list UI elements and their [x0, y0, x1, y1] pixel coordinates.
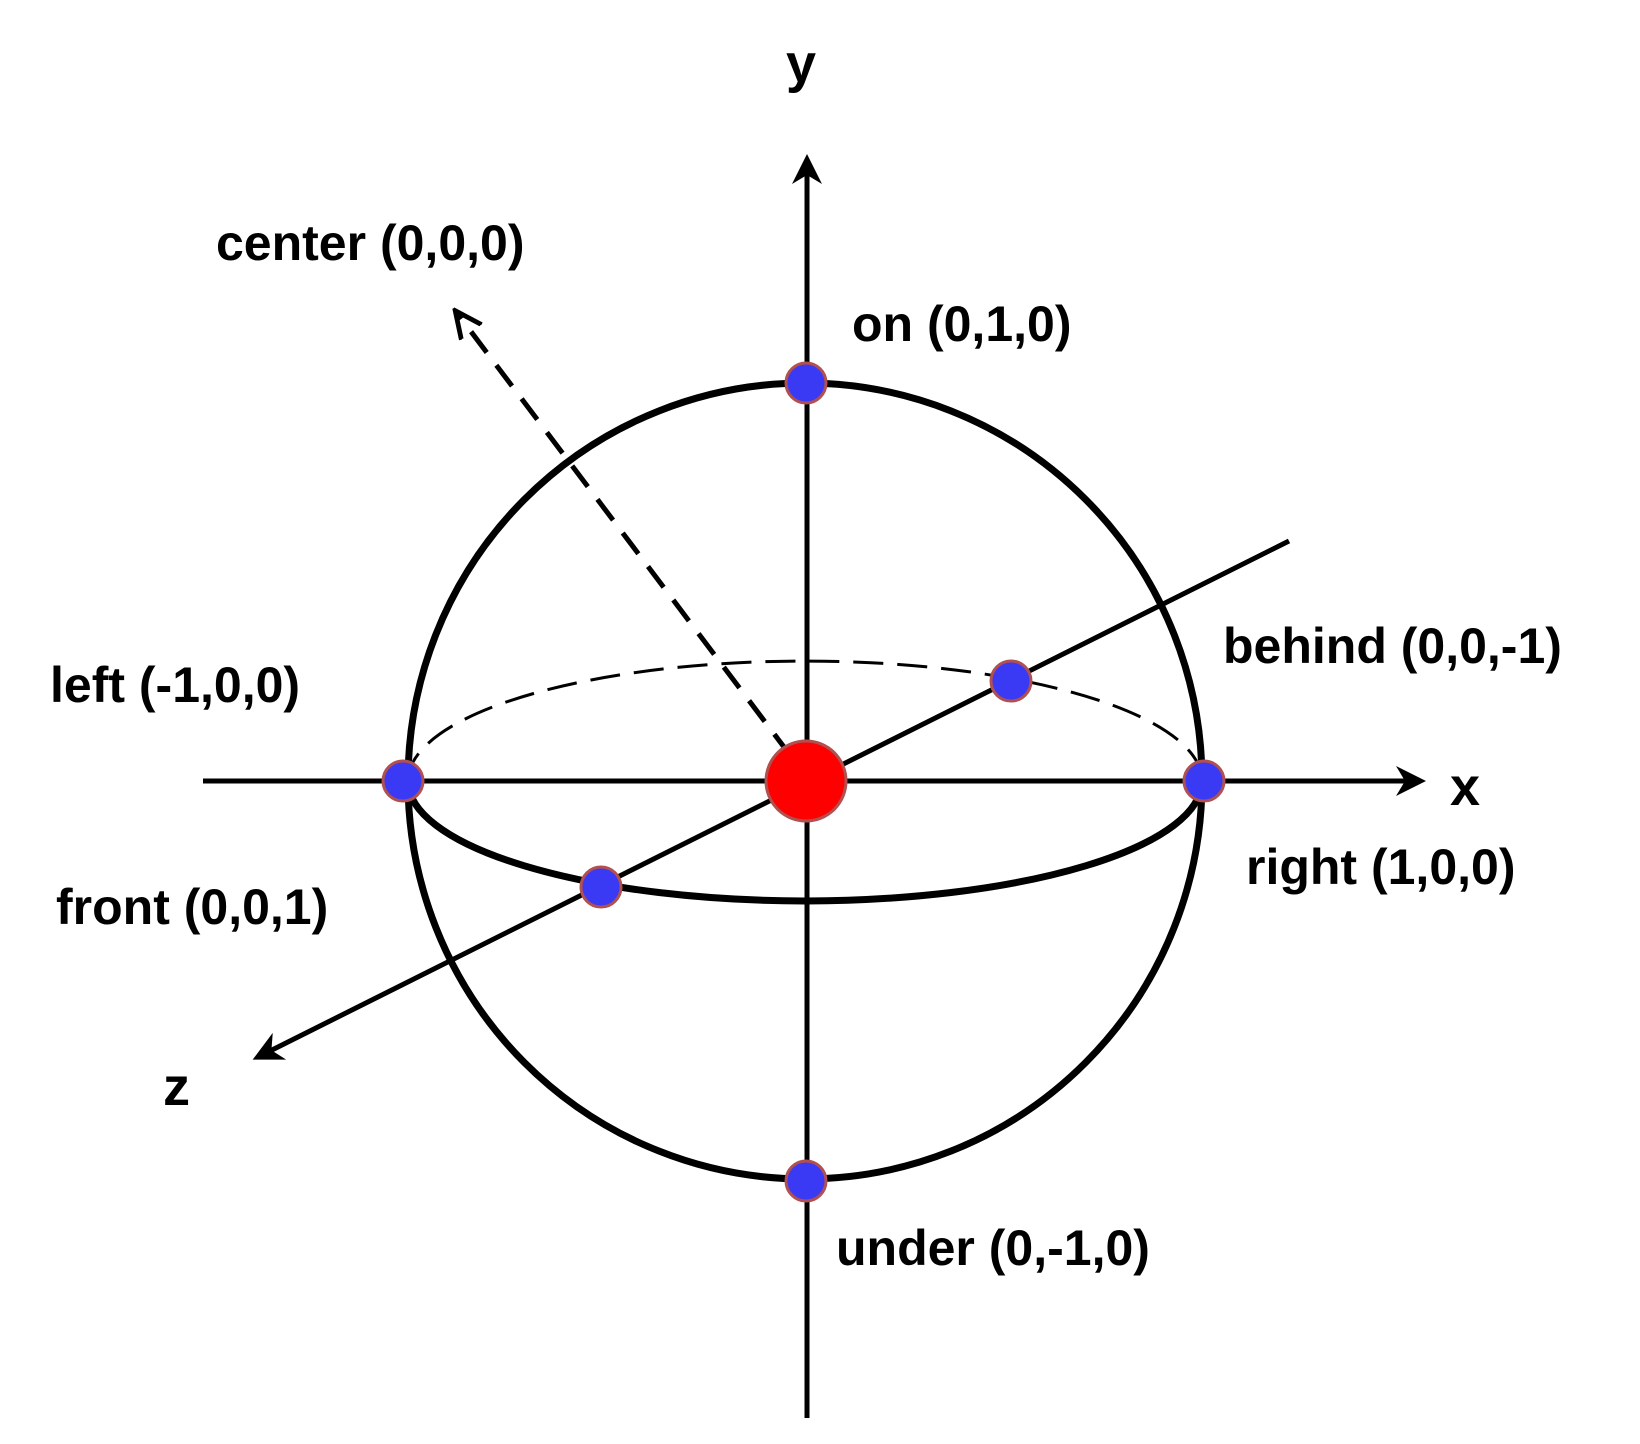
under-point: [784, 1159, 828, 1203]
center-label: center (0,0,0): [216, 215, 524, 271]
front-label: front (0,0,1): [56, 879, 328, 935]
under-label: under (0,-1,0): [836, 1220, 1150, 1276]
left-label: left (-1,0,0): [50, 657, 300, 713]
on-point: [784, 361, 828, 405]
behind-point: [989, 659, 1033, 703]
equator-back-dashed: [406, 659, 1204, 782]
x-axis-label: x: [1450, 757, 1480, 817]
right-label: right (1,0,0): [1246, 839, 1515, 895]
center-pointer-arrow: [457, 313, 792, 757]
z-axis-label: z: [163, 1057, 190, 1117]
right-point: [1182, 759, 1226, 803]
behind-label: behind (0,0,-1): [1223, 618, 1562, 674]
left-point: [381, 759, 425, 803]
y-axis-label: y: [786, 34, 816, 94]
front-point: [579, 865, 623, 909]
center-point: [764, 739, 848, 823]
on-label: on (0,1,0): [852, 296, 1071, 352]
